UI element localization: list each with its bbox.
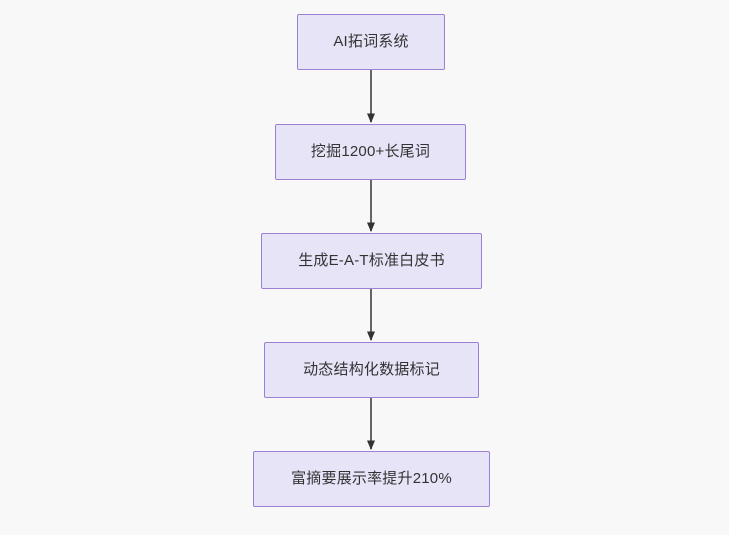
flow-node-label: 挖掘1200+长尾词: [310, 143, 431, 160]
flow-node-ai-keyword-system[interactable]: AI拓词系统: [297, 14, 445, 70]
flow-node-label: 富摘要展示率提升210%: [291, 470, 452, 487]
flow-node-dynamic-structured-data-markup[interactable]: 动态结构化数据标记: [264, 342, 479, 398]
flow-node-mine-longtail-keywords[interactable]: 挖掘1200+长尾词: [275, 124, 466, 180]
flow-node-generate-eat-whitepaper[interactable]: 生成E-A-T标准白皮书: [261, 233, 482, 289]
flow-node-label: 生成E-A-T标准白皮书: [298, 252, 445, 269]
flow-node-label: AI拓词系统: [333, 33, 409, 50]
flow-node-label: 动态结构化数据标记: [303, 361, 440, 378]
flow-node-rich-snippet-rate-increase[interactable]: 富摘要展示率提升210%: [253, 451, 490, 507]
